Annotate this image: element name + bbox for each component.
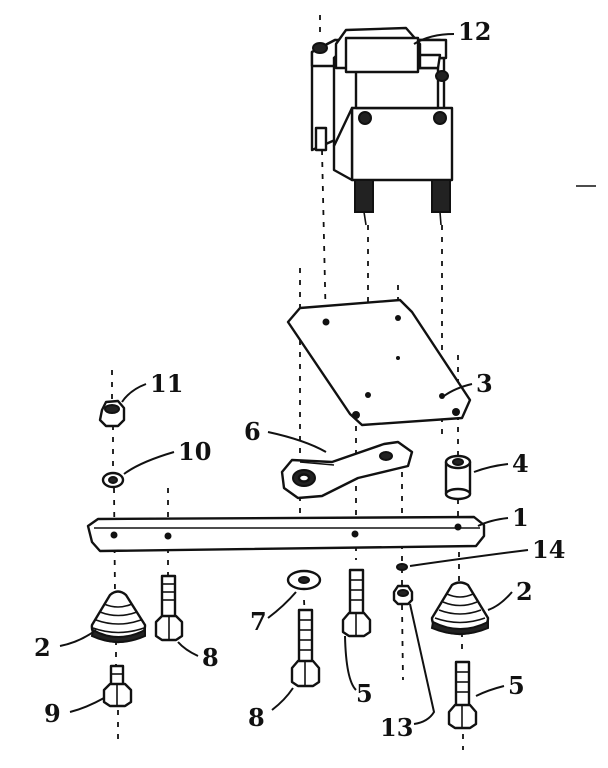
- base-bar: [86, 515, 486, 553]
- callout-4: 4: [512, 449, 529, 478]
- rubber-foot-right: [430, 581, 490, 636]
- bracket: [280, 440, 414, 500]
- callout-14: 14: [532, 535, 565, 564]
- bolt-9: [102, 664, 133, 708]
- rubber-foot-left: [90, 590, 147, 644]
- callout-5-center: 5: [356, 679, 373, 708]
- callout-8-lower: 8: [248, 703, 265, 732]
- nut-13: [392, 584, 414, 606]
- callout-7: 7: [250, 607, 267, 636]
- callout-13: 13: [380, 713, 413, 742]
- bolt-5-center: [341, 568, 372, 638]
- callout-11: 11: [150, 369, 183, 398]
- bolt-8-upper: [154, 574, 184, 642]
- callout-5-right: 5: [508, 671, 525, 700]
- nut-11: [98, 399, 126, 428]
- spacer: [444, 454, 472, 501]
- callout-labels: 12 3 4 6 1 14 11 10 2 2 8 8 7 5 5 9 13: [34, 17, 565, 742]
- washer-14: [396, 563, 408, 571]
- callout-6: 6: [244, 417, 261, 446]
- callout-1: 1: [512, 503, 529, 532]
- bolt-5-right: [447, 660, 478, 730]
- callout-10: 10: [178, 437, 211, 466]
- callout-3: 3: [476, 369, 493, 398]
- mounting-plate: [286, 298, 472, 427]
- bolt-8-lower: [290, 608, 321, 688]
- callout-2-right: 2: [516, 577, 533, 606]
- callout-8-upper: 8: [202, 643, 219, 672]
- callout-2-left: 2: [34, 633, 51, 662]
- callout-leaders: [59, 33, 529, 725]
- callout-12: 12: [458, 17, 491, 46]
- lock-washer-10: [101, 471, 125, 489]
- flat-washer-7: [286, 569, 322, 591]
- transformer-assembly: [310, 26, 454, 226]
- callout-9: 9: [44, 699, 61, 728]
